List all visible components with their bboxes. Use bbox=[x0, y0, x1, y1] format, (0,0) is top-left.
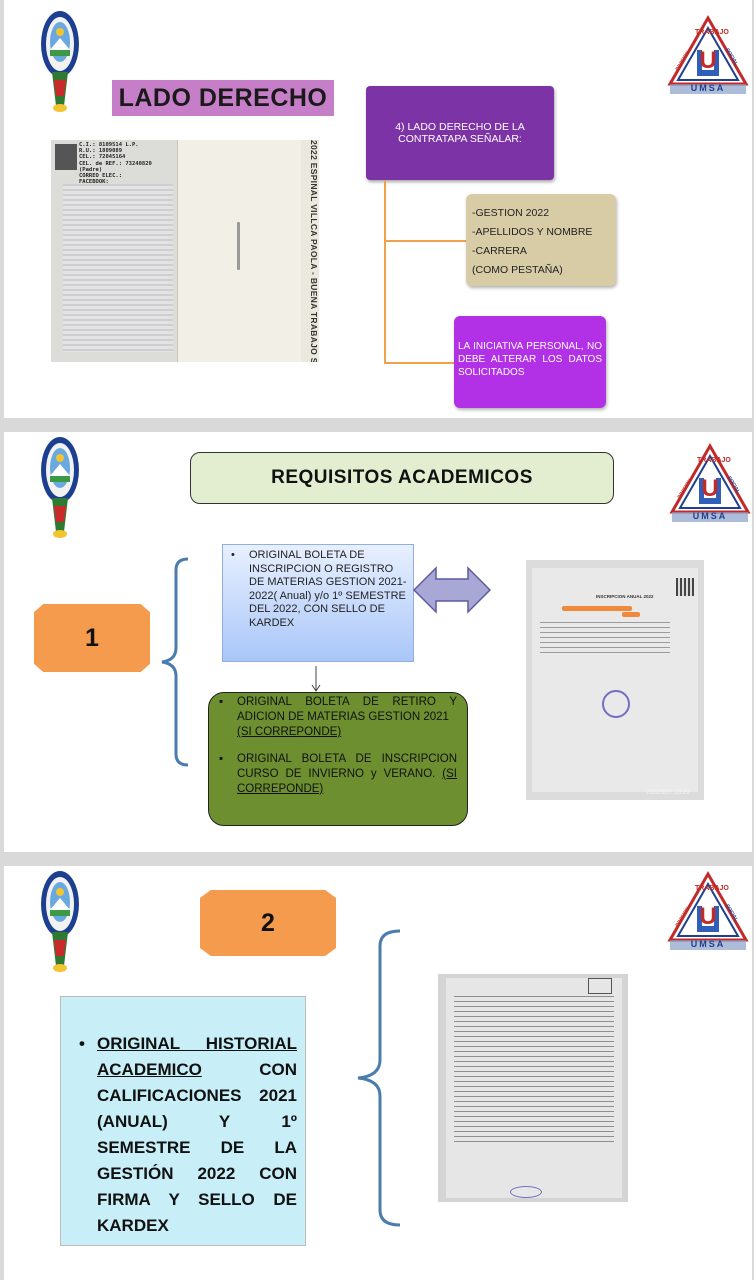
document-header: INSCRIPCION ANUAL 2022 bbox=[596, 594, 654, 599]
folder-photo: C.I.: 8109514 L.P. R.U.: 1809089 CEL.: 7… bbox=[51, 140, 319, 362]
connector-vertical bbox=[384, 180, 386, 364]
carrera-logo: TRABAJO DIVISION SOCIAL U UMSA bbox=[666, 14, 750, 98]
bullet-icon: ▪ bbox=[219, 753, 224, 765]
document-table-lines bbox=[540, 622, 670, 656]
id-photo bbox=[55, 144, 77, 170]
requirement-invierno-note: (SI CORREPONDE) bbox=[237, 768, 457, 795]
slide-lado-derecho: LADO DERECHO C.I.: 8109514 L.P. R.U.: 18… bbox=[4, 0, 752, 418]
bullet-icon: ▪ bbox=[219, 696, 224, 708]
detail-pestana: (COMO PESTAÑA) bbox=[472, 264, 563, 276]
carrera-top-text: TRABAJO bbox=[695, 29, 729, 36]
requirement-boleta-inscripcion: • ORIGINAL BOLETA DE INSCRIPCION O REGIST… bbox=[222, 544, 414, 662]
detail-carrera: -CARRERA bbox=[472, 245, 527, 257]
document-page bbox=[532, 568, 698, 792]
folder-spine-label: 2022 ESPINAL VILLCA PAOLA - BUENA TRABAJ… bbox=[309, 140, 319, 362]
umsa-crest-logo bbox=[41, 871, 79, 972]
bracket-left bbox=[161, 557, 189, 767]
slide-historial-academico: 2 TRABAJO DIVISION SOCIAL U UMSA • ORIGI… bbox=[4, 866, 752, 1280]
bullet-icon: • bbox=[231, 549, 235, 561]
carrera-triangle-icon bbox=[669, 442, 751, 522]
details-box: -GESTION 2022 -APELLIDOS Y NOMBRE -CARRE… bbox=[466, 194, 616, 286]
requirement-boleta-text: ORIGINAL BOLETA DE INSCRIPCION O REGISTR… bbox=[249, 549, 407, 629]
cel-ref-text: CEL. de REF.: 73240820 (Padre) bbox=[79, 160, 152, 173]
historial-document-photo bbox=[438, 974, 628, 1202]
umsa-crest-logo bbox=[41, 437, 79, 538]
folder-document-lines bbox=[63, 184, 173, 352]
requirement-historial: • ORIGINAL HISTORIAL ACADEMICO CON CALIF… bbox=[60, 996, 306, 1246]
requirement-number-2: 2 bbox=[200, 890, 336, 956]
carrera-bottom-text: UMSA bbox=[690, 83, 726, 93]
detail-apellidos: -APELLIDOS Y NOMBRE bbox=[472, 226, 593, 238]
carrera-letter: U bbox=[701, 475, 719, 502]
requirement-historial-rest: CON CALIFICACIONES 2021 (ANUAL) Y 1º SEM… bbox=[97, 1060, 297, 1235]
connector-to-note bbox=[384, 362, 454, 364]
inscripcion-document-photo: INSCRIPCION ANUAL 2022 2022/3/27 20:29 bbox=[526, 560, 704, 800]
connector-to-details bbox=[384, 240, 466, 242]
carrera-letter: U bbox=[699, 903, 717, 930]
carrera-top-text: TRABAJO bbox=[695, 885, 729, 892]
folder-label: C.I.: 8109514 L.P. R.U.: 1809089 CEL.: 7… bbox=[79, 142, 175, 185]
redacted-mark bbox=[622, 612, 640, 617]
requirement-historial-underlined: ORIGINAL HISTORIAL ACADEMICO bbox=[97, 1034, 297, 1079]
bullet-icon: • bbox=[79, 1034, 85, 1053]
ci-text: C.I.: 8109514 L.P. bbox=[79, 142, 139, 148]
detail-gestion: -GESTION 2022 bbox=[472, 207, 550, 219]
kardex-stamp bbox=[510, 1186, 542, 1198]
section-title: REQUISITOS ACADEMICOS bbox=[190, 452, 614, 504]
photo-timestamp: 2022/3/27 20:29 bbox=[646, 790, 690, 796]
requirement-invierno: ORIGINAL BOLETA DE INSCRIPCION CURSO DE … bbox=[237, 752, 457, 797]
qr-code-icon bbox=[676, 578, 694, 596]
page-title: LADO DERECHO bbox=[112, 80, 334, 116]
carrera-triangle-icon bbox=[667, 870, 749, 950]
facebook-text: FACEBOOK: bbox=[79, 179, 109, 186]
cel-text: CEL.: 72045164 bbox=[79, 154, 126, 161]
requirement-number-1: 1 bbox=[34, 604, 150, 672]
document-corner-box bbox=[588, 978, 612, 994]
requirement-retiro-note: (SI CORREPONDE) bbox=[237, 726, 342, 738]
requirement-invierno-text: ORIGINAL BOLETA DE INSCRIPCION CURSO DE … bbox=[237, 753, 457, 780]
kardex-stamp bbox=[602, 690, 630, 718]
correo-text: CORREO ELEC.: bbox=[79, 173, 123, 180]
step-4-box: 4) LADO DERECHO DE LA CONTRATAPA SEÑALAR… bbox=[366, 86, 554, 180]
note-box: LA INICIATIVA PERSONAL, NO DEBE ALTERAR … bbox=[454, 316, 606, 408]
folder-clip bbox=[237, 222, 240, 270]
slide-requisitos-academicos: REQUISITOS ACADEMICOS TRABAJO DIVISION S… bbox=[4, 432, 752, 852]
umsa-crest-logo bbox=[41, 11, 79, 112]
document-table-lines bbox=[454, 996, 614, 1146]
carrera-logo: TRABAJO DIVISION SOCIAL U UMSA bbox=[666, 870, 750, 954]
double-arrow-icon bbox=[412, 566, 492, 614]
arrow-down-icon bbox=[311, 666, 321, 692]
requirement-retiro: ORIGINAL BOLETA DE RETIRO Y ADICION DE M… bbox=[237, 695, 457, 740]
carrera-top-text: TRABAJO bbox=[697, 457, 731, 464]
carrera-letter: U bbox=[699, 47, 717, 74]
ru-text: R.U.: 1809089 bbox=[79, 148, 123, 155]
carrera-bottom-text: UMSA bbox=[692, 511, 728, 521]
requirement-optional-boxes: ▪ ORIGINAL BOLETA DE RETIRO Y ADICION DE… bbox=[208, 692, 468, 826]
requirement-retiro-text: ORIGINAL BOLETA DE RETIRO Y ADICION DE M… bbox=[237, 696, 457, 723]
carrera-bottom-text: UMSA bbox=[690, 939, 726, 949]
bracket-left bbox=[357, 929, 401, 1227]
carrera-triangle-icon bbox=[667, 14, 749, 94]
carrera-logo: TRABAJO DIVISION SOCIAL U UMSA bbox=[668, 442, 752, 526]
requirement-historial-text: ORIGINAL HISTORIAL ACADEMICO CON CALIFIC… bbox=[97, 1031, 297, 1239]
redacted-mark bbox=[562, 606, 632, 611]
